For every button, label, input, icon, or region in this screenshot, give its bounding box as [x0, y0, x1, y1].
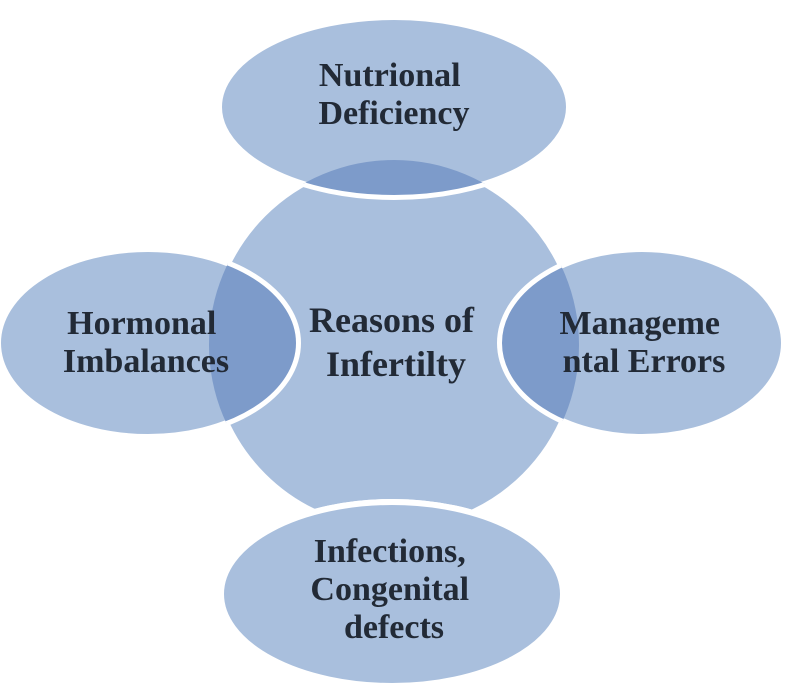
- top-label-line: Deficiency: [318, 95, 469, 132]
- right-overlap: [498, 247, 579, 439]
- center-label-line: Infertilty: [326, 344, 466, 384]
- bottom-ellipse-front: [218, 499, 566, 689]
- left-label-line: Hormonal: [67, 305, 216, 342]
- left-overlap: [209, 247, 300, 439]
- bottom-label-line: defects: [344, 609, 444, 646]
- center-label: Reasons of Infertilty: [309, 300, 483, 384]
- right-label-line: ntal Errors: [563, 343, 726, 380]
- top-label: Nutrional Deficiency: [318, 57, 469, 132]
- center-label-line: Reasons of: [309, 300, 475, 340]
- bottom-label: Infections, Congenital defects: [310, 533, 477, 646]
- right-label-line: Manageme: [559, 305, 720, 342]
- top-overlap: [217, 160, 571, 199]
- right-label: Manageme ntal Errors: [559, 305, 728, 380]
- left-label-line: Imbalances: [63, 343, 229, 380]
- top-label-line: Nutrional: [319, 57, 461, 94]
- left-label: Hormonal Imbalances: [63, 305, 229, 380]
- bottom-label-line: Congenital: [310, 571, 469, 608]
- bottom-label-line: Infections,: [314, 533, 466, 570]
